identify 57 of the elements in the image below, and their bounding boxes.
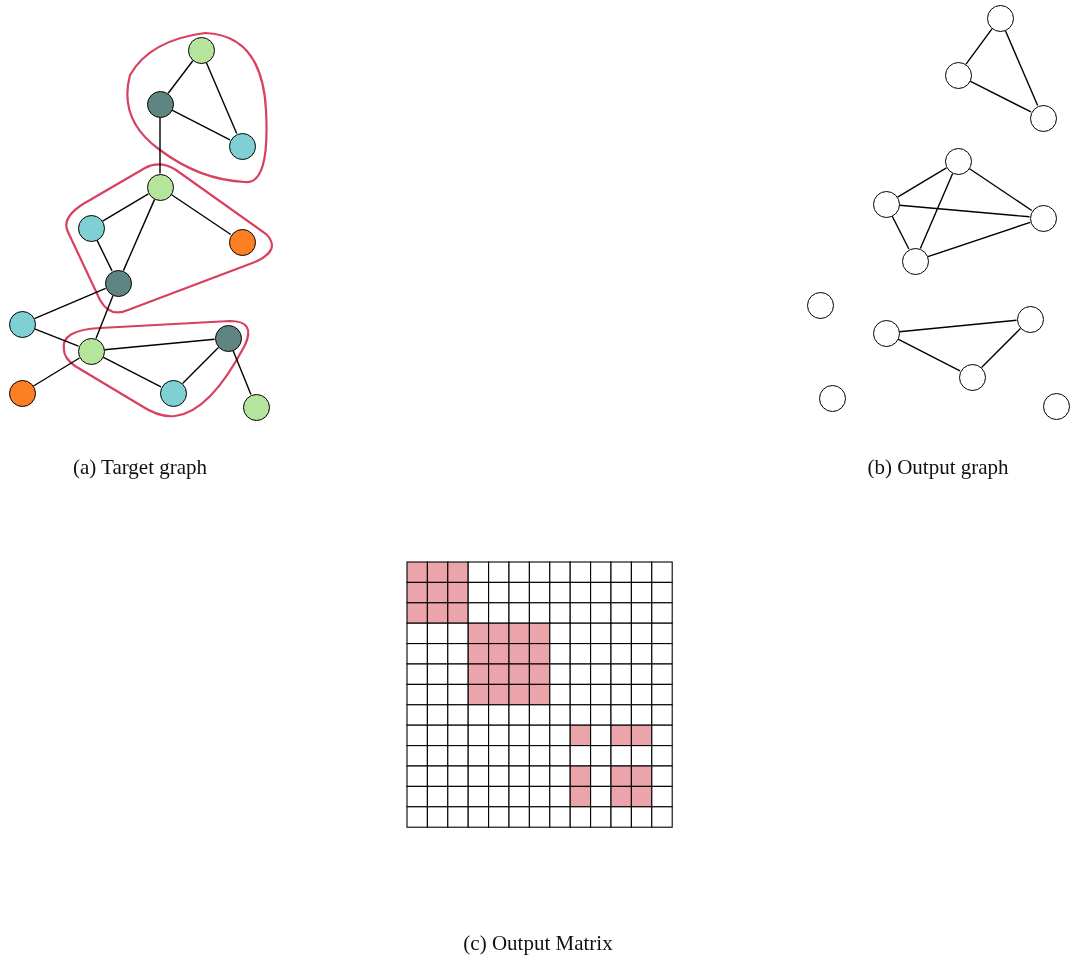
- graph-vertex: [104, 269, 132, 297]
- graph-edge: [232, 349, 252, 396]
- graph-vertex: [1029, 204, 1057, 232]
- graph-vertex: [146, 90, 174, 118]
- graph-vertex: [944, 61, 972, 89]
- graph-edge: [101, 193, 150, 222]
- graph-vertex: [1042, 392, 1070, 420]
- graph-vertex: [214, 324, 242, 352]
- graph-vertex: [872, 319, 900, 347]
- graph-vertex: [77, 214, 105, 242]
- graph-vertex: [159, 379, 187, 407]
- graph-edge: [919, 172, 954, 250]
- graph-vertex: [228, 132, 256, 160]
- graph-edge: [897, 338, 961, 372]
- graph-vertex: [146, 173, 174, 201]
- graph-vertex: [986, 4, 1014, 32]
- graph-vertex: [958, 363, 986, 391]
- graph-edge: [969, 80, 1032, 113]
- graph-edge: [95, 294, 114, 340]
- graph-vertex: [1016, 305, 1044, 333]
- graph-vertex: [944, 147, 972, 175]
- graph-vertex: [806, 291, 834, 319]
- graph-edge: [891, 215, 910, 250]
- graph-edge: [965, 28, 993, 65]
- graph-edge: [927, 221, 1031, 258]
- graph-edge: [33, 287, 107, 320]
- graph-edge: [96, 239, 113, 272]
- graph-vertex: [818, 384, 846, 412]
- graph-edge: [1004, 29, 1039, 107]
- panel-caption: (c) Output Matrix: [463, 931, 613, 956]
- graph-edge: [103, 338, 216, 351]
- graph-vertex: [228, 228, 256, 256]
- graph-edge: [33, 328, 80, 347]
- graph-edge: [170, 193, 232, 236]
- graph-vertex: [1029, 104, 1057, 132]
- graph-edge: [980, 327, 1022, 369]
- graph-edge: [898, 204, 1031, 218]
- graph-edge: [159, 116, 161, 175]
- graph-edge: [122, 198, 156, 272]
- graph-edge: [181, 346, 220, 385]
- graph-vertex: [8, 310, 36, 338]
- graph-vertex: [901, 247, 929, 275]
- graph-vertex: [872, 190, 900, 218]
- graph-edge: [167, 60, 194, 94]
- graph-edge: [102, 356, 162, 388]
- graph-edge: [32, 357, 81, 387]
- graph-vertex: [187, 36, 215, 64]
- graph-edge: [898, 319, 1018, 333]
- graph-edge: [968, 167, 1033, 212]
- panel-caption: (b) Output graph: [867, 455, 1009, 480]
- graph-edge: [171, 109, 231, 141]
- graph-vertex: [242, 393, 270, 421]
- panel-caption: (a) Target graph: [72, 455, 208, 480]
- graph-vertex: [8, 379, 36, 407]
- graph-vertex: [77, 337, 105, 365]
- graph-edge: [205, 61, 238, 135]
- graph-edge: [896, 167, 948, 198]
